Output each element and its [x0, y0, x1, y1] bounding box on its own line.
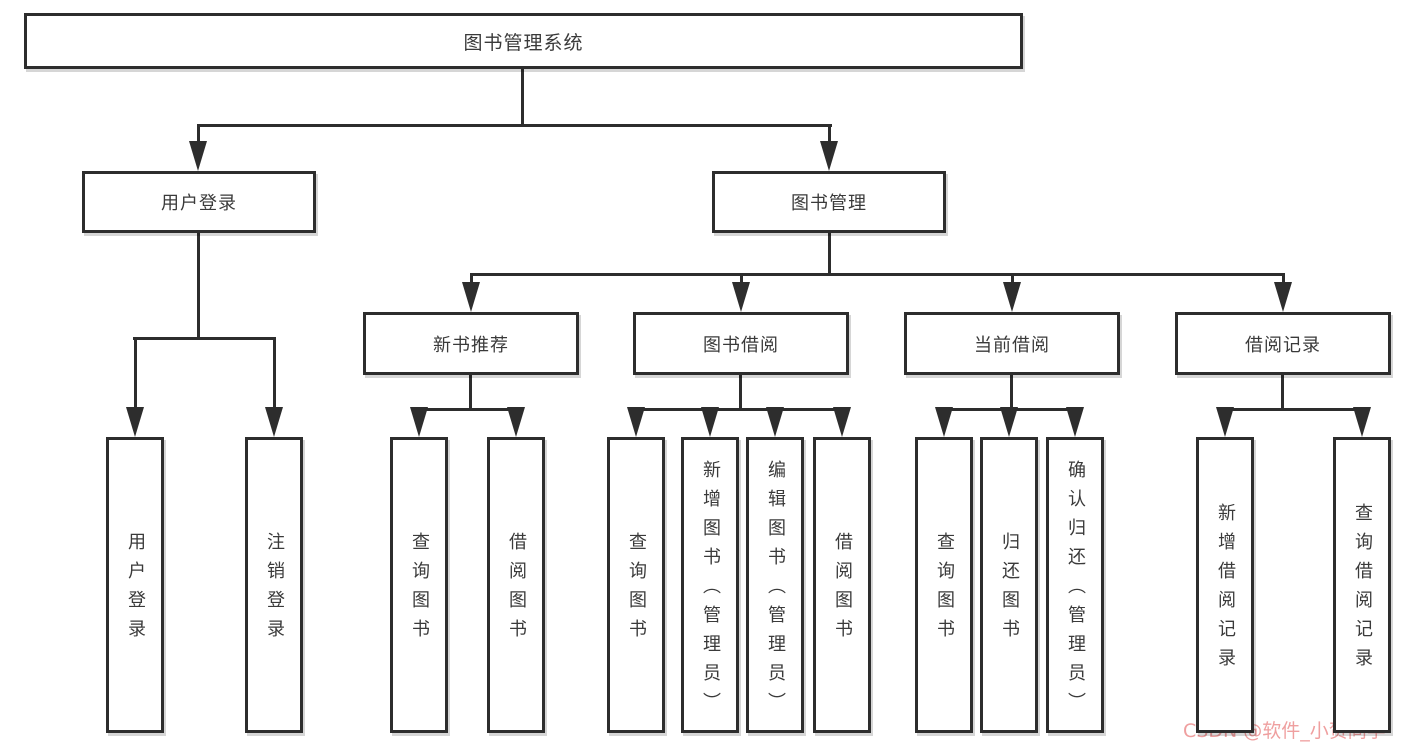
connector-root-hline [197, 124, 832, 127]
arrowhead-icon [1003, 282, 1021, 312]
arrowhead-icon [766, 407, 784, 437]
arrowhead-icon [1216, 407, 1234, 437]
arrow-to-book-borrowing [732, 273, 750, 312]
arrow-to-leaf-confirm-return-admin [1066, 407, 1084, 437]
arrowhead-icon [1274, 282, 1292, 312]
leaf-borrow-books-1: 借阅图书 [487, 437, 545, 733]
arrow-to-new-book-recommendation [462, 273, 480, 312]
leaf-query-books-1: 查询图书 [390, 437, 448, 733]
leaf-query-borrow-record: 查询借阅记录 [1333, 437, 1391, 733]
arrow-to-leaf-borrow-books-2 [833, 407, 851, 437]
node-library-management-system: 图书管理系统 [24, 13, 1023, 69]
leaf-return-books: 归还图书 [980, 437, 1038, 733]
arrow-to-leaf-logout [265, 337, 283, 437]
leaf-borrow-books-2: 借阅图书 [813, 437, 871, 733]
arrow-to-leaf-query-books-1 [410, 407, 428, 437]
arrow-to-leaf-query-books-2 [627, 407, 645, 437]
leaf-add-books-admin: 新增图书（管理员） [681, 437, 739, 733]
connector-user-login-hline [133, 337, 276, 340]
arrowhead-icon [410, 407, 428, 437]
node-book-management: 图书管理 [712, 171, 946, 233]
leaf-logout: 注销登录 [245, 437, 303, 733]
arrowhead-icon [507, 407, 525, 437]
node-new-book-recommendation: 新书推荐 [363, 312, 579, 375]
connector-borrowing-records-vline [1281, 375, 1284, 411]
arrow-to-leaf-return-books [1000, 407, 1018, 437]
arrow-to-leaf-add-books-admin [701, 407, 719, 437]
arrowhead-icon [126, 407, 144, 437]
arrow-to-leaf-add-borrow-record [1216, 407, 1234, 437]
node-borrowing-records: 借阅记录 [1175, 312, 1391, 375]
arrow-to-leaf-edit-books-admin [766, 407, 784, 437]
arrowhead-icon [1353, 407, 1371, 437]
arrow-to-leaf-query-borrow-record [1353, 407, 1371, 437]
leaf-confirm-return-admin: 确认归还（管理员） [1046, 437, 1104, 733]
arrow-to-current-borrowing [1003, 273, 1021, 312]
leaf-edit-books-admin: 编辑图书（管理员） [746, 437, 804, 733]
connector-root-vline [521, 69, 524, 127]
arrow-to-book-management [820, 124, 838, 171]
connector-user-login-vline [197, 233, 200, 340]
node-current-borrowing: 当前借阅 [904, 312, 1120, 375]
leaf-query-books-2: 查询图书 [607, 437, 665, 733]
arrowhead-icon [833, 407, 851, 437]
arrowhead-icon [627, 407, 645, 437]
arrowhead-icon [935, 407, 953, 437]
arrowhead-icon [189, 141, 207, 171]
connector-book-borrowing-hline [634, 408, 845, 411]
arrowhead-icon [265, 407, 283, 437]
arrowhead-icon [1066, 407, 1084, 437]
connector-new-book-vline [469, 375, 472, 411]
arrow-to-user-login [189, 124, 207, 171]
connector-book-management-hline [470, 273, 1285, 276]
leaf-add-borrow-record: 新增借阅记录 [1196, 437, 1254, 733]
arrow-to-leaf-query-books-3 [935, 407, 953, 437]
connector-new-book-hline [417, 408, 519, 411]
arrow-to-leaf-user-login [126, 337, 144, 437]
leaf-query-books-3: 查询图书 [915, 437, 973, 733]
leaf-user-login: 用户登录 [106, 437, 164, 733]
connector-book-borrowing-vline [739, 375, 742, 411]
arrow-to-leaf-borrow-books-1 [507, 407, 525, 437]
arrow-to-borrowing-records [1274, 273, 1292, 312]
arrowhead-icon [732, 282, 750, 312]
arrowhead-icon [820, 141, 838, 171]
arrowhead-icon [462, 282, 480, 312]
connector-book-management-vline [828, 233, 831, 276]
arrowhead-icon [701, 407, 719, 437]
arrowhead-icon [1000, 407, 1018, 437]
connector-borrowing-records-hline [1223, 408, 1365, 411]
connector-current-borrowing-vline [1010, 375, 1013, 411]
node-book-borrowing: 图书借阅 [633, 312, 849, 375]
node-user-login: 用户登录 [82, 171, 316, 233]
